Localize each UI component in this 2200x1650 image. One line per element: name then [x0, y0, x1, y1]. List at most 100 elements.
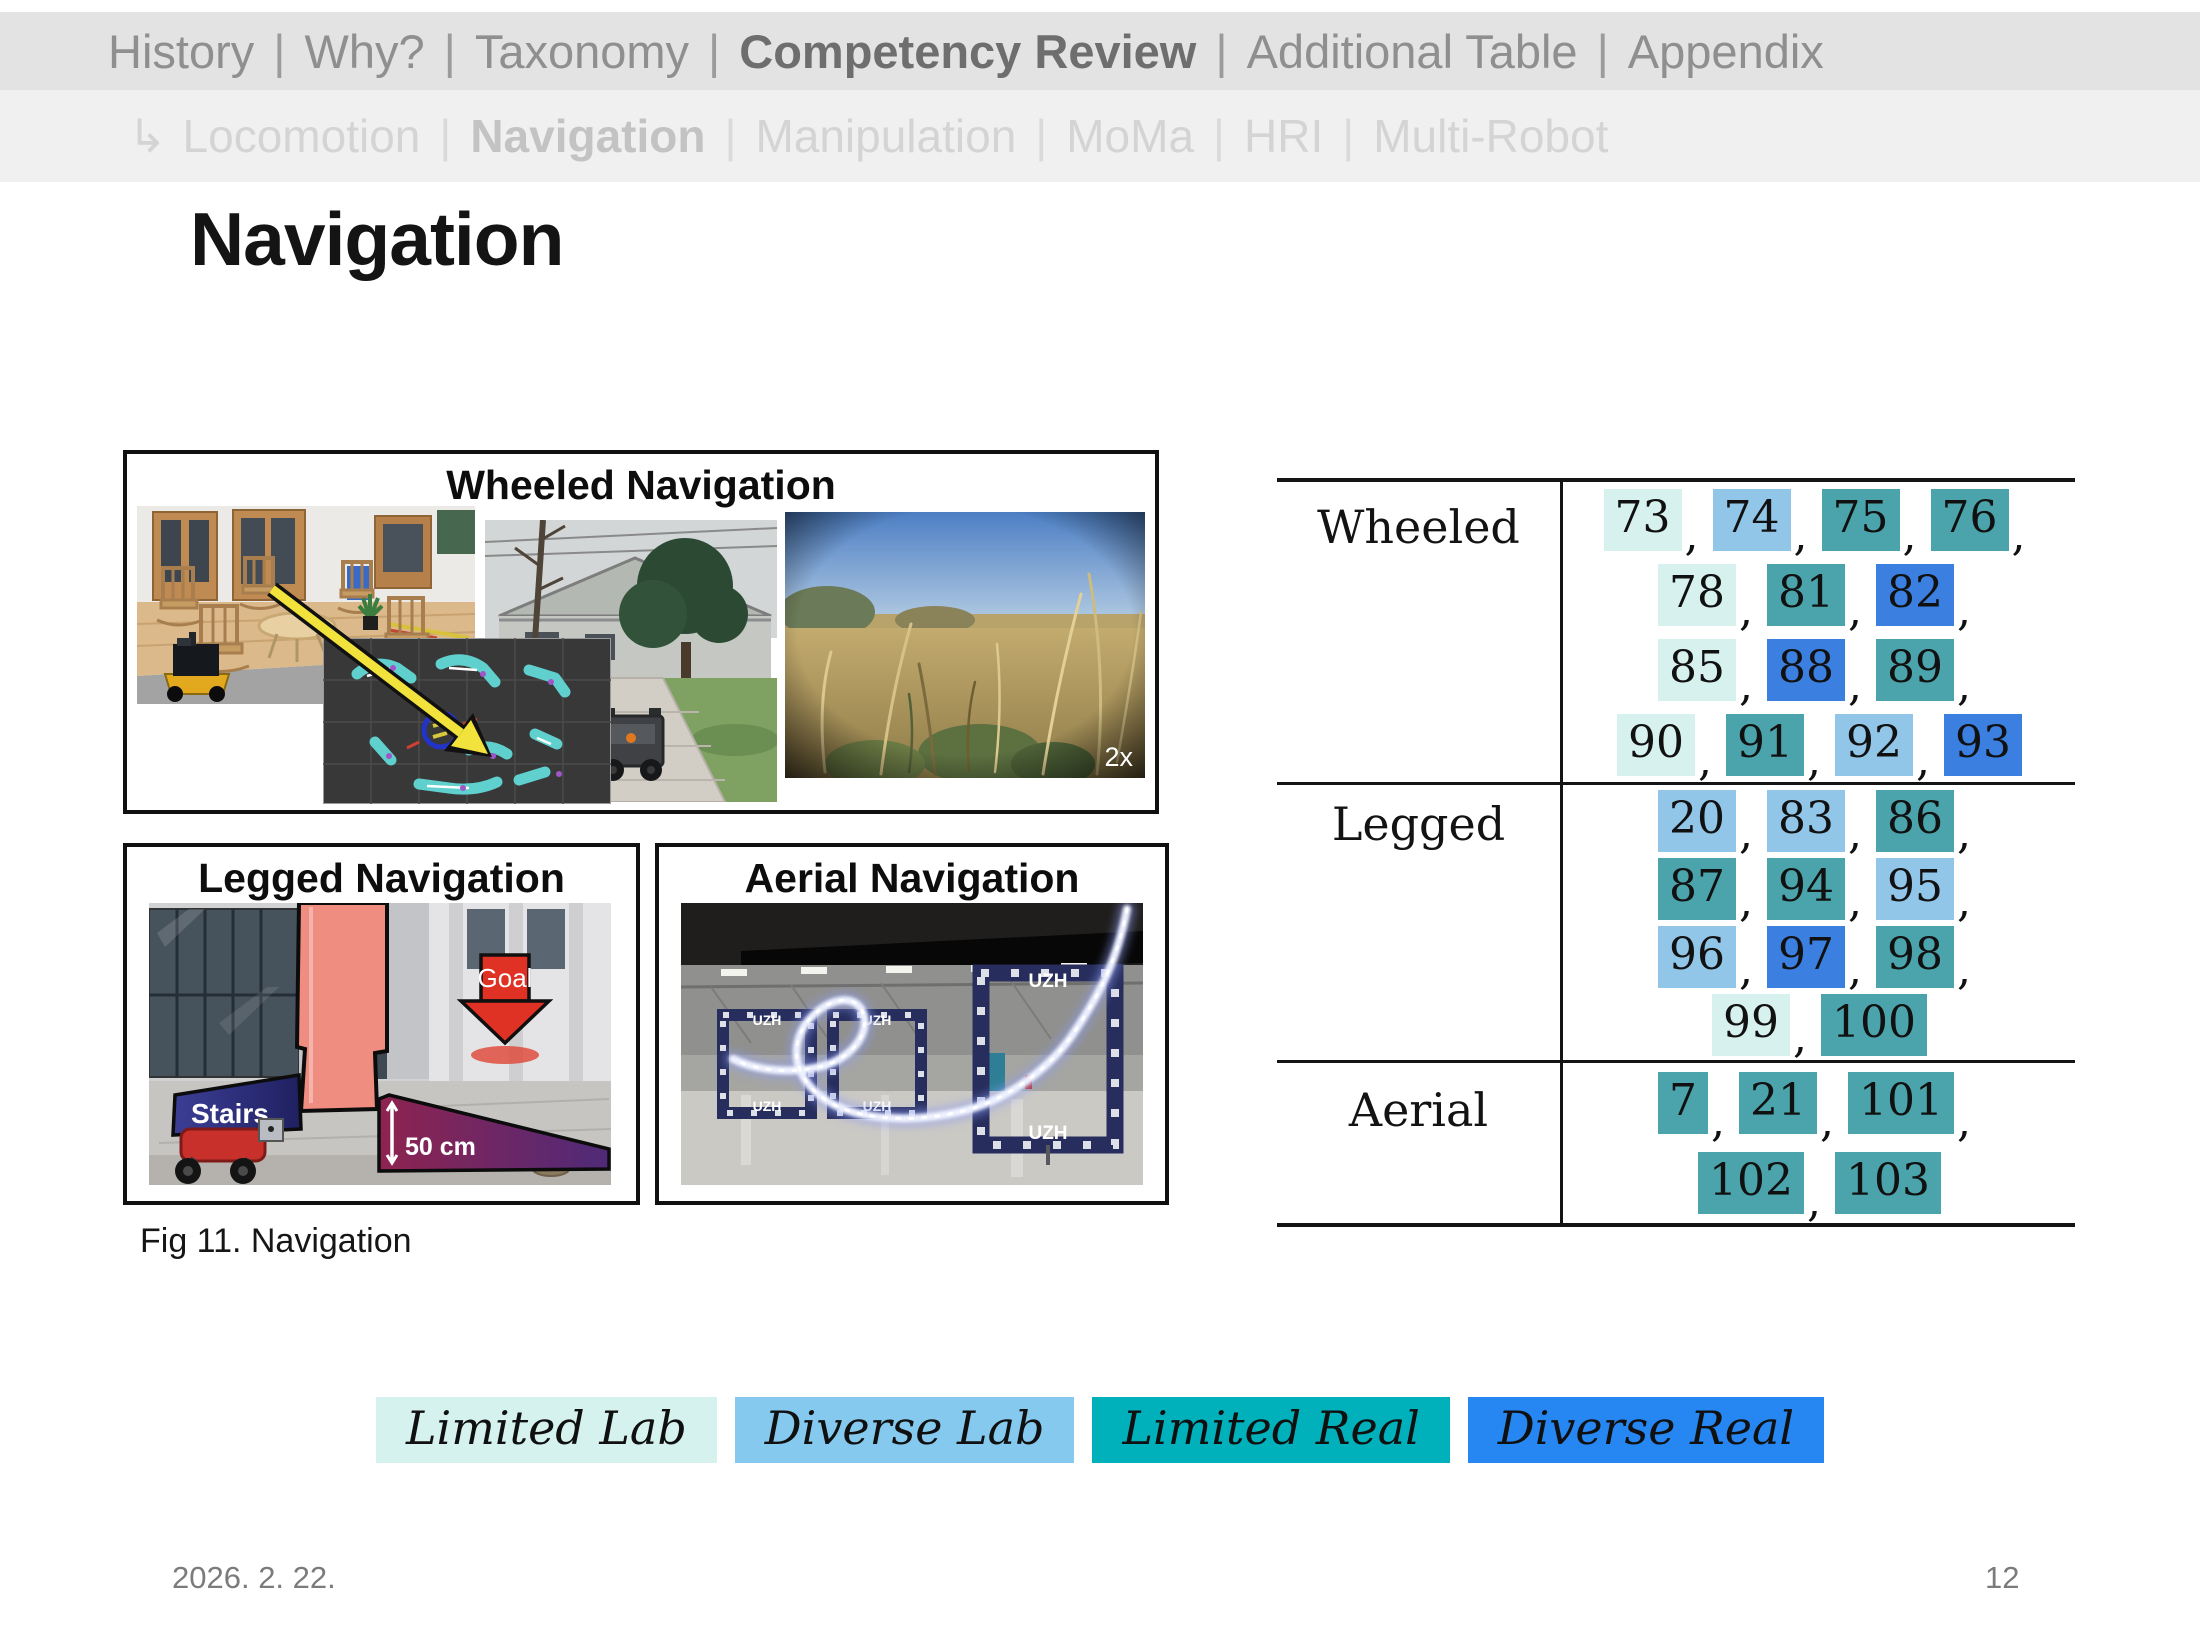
- legged-robot: [175, 1118, 284, 1184]
- table-row-separator: [1277, 1060, 2075, 1063]
- stairs-label: Stairs: [191, 1098, 269, 1129]
- value-line: 102,103: [1560, 1143, 2075, 1227]
- number-chip: 91: [1726, 713, 1804, 776]
- nav-separator: |: [1342, 110, 1355, 162]
- nav-item-competency-review[interactable]: Competency Review: [739, 24, 1197, 78]
- row-label: Aerial: [1348, 1083, 1489, 1137]
- number-chip: 82: [1876, 563, 1954, 626]
- nav-separator: |: [1035, 110, 1048, 162]
- number-chip: 21: [1739, 1072, 1817, 1134]
- photo-grass-fisheye: 2x: [785, 512, 1145, 778]
- comma: ,: [1957, 585, 1971, 636]
- comma: ,: [1957, 943, 1971, 995]
- comma: ,: [1711, 1096, 1725, 1147]
- gate-label: UZH: [1028, 1123, 1067, 1144]
- number-chip: 76: [1930, 488, 2009, 551]
- page-number: 12: [1985, 1560, 2020, 1595]
- number-chip: 85: [1658, 638, 1736, 701]
- value-line: 7,21,101,: [1560, 1063, 2075, 1147]
- row-values: 7,21,101,102,103: [1560, 1063, 2075, 1227]
- comma: ,: [1902, 510, 1917, 561]
- comma: ,: [1793, 1011, 1807, 1063]
- table-row-separator: [1277, 782, 2075, 785]
- comma: ,: [1739, 660, 1753, 711]
- value-line: 85,88,89,: [1560, 632, 2075, 711]
- number-chip: 93: [1944, 713, 2022, 776]
- number-chip: 83: [1767, 789, 1845, 852]
- panel-title-wheeled: Wheeled Navigation: [446, 462, 836, 508]
- nav-separator: |: [1596, 24, 1609, 78]
- number-chip: 95: [1876, 857, 1954, 920]
- figure-caption: Fig 11. Navigation: [140, 1222, 412, 1260]
- number-chip: 75: [1821, 488, 1900, 551]
- nav-item-history[interactable]: History: [108, 24, 255, 78]
- number-chip: 96: [1658, 925, 1736, 988]
- nav-item-taxonomy[interactable]: Taxonomy: [474, 24, 690, 78]
- number-chip: 86: [1876, 789, 1954, 852]
- nav-item-hri[interactable]: HRI: [1244, 110, 1324, 162]
- number-chip: 103: [1835, 1152, 1941, 1214]
- comma: ,: [1956, 1096, 1971, 1147]
- highlighted-column: [294, 903, 389, 1114]
- nav-separator: |: [708, 24, 721, 78]
- number-chip: 99: [1712, 993, 1790, 1056]
- number-chip: 94: [1767, 857, 1845, 920]
- page-title: Navigation: [190, 197, 564, 281]
- value-line: 78,81,82,: [1560, 557, 2075, 636]
- value-line: 90,91,92,93: [1560, 707, 2075, 786]
- number-chip: 74: [1712, 488, 1791, 551]
- nav-item-locomotion[interactable]: Locomotion: [182, 110, 421, 162]
- comma: ,: [1739, 807, 1753, 859]
- nav-item-multi-robot[interactable]: Multi-Robot: [1373, 110, 1609, 162]
- value-line: 20,83,86,: [1560, 787, 2075, 859]
- nav-item-additional-table[interactable]: Additional Table: [1246, 24, 1578, 78]
- number-chip: 101: [1848, 1072, 1954, 1134]
- comma: ,: [1957, 875, 1971, 927]
- number-chip: 73: [1603, 488, 1682, 551]
- goal-label: Goal: [478, 963, 533, 993]
- wheeled-robot: [163, 632, 231, 702]
- secondary-nav: ↳ Locomotion | Navigation | Manipulation | MoMa…: [0, 90, 2200, 182]
- nav-item-navigation[interactable]: Navigation: [470, 110, 706, 162]
- nav-item-moma[interactable]: MoMa: [1066, 110, 1195, 162]
- comma: ,: [1739, 943, 1753, 995]
- comma: ,: [1848, 875, 1862, 927]
- comma: ,: [1807, 735, 1821, 786]
- comma: ,: [1916, 735, 1930, 786]
- nav-separator: |: [439, 110, 452, 162]
- number-chip: 81: [1767, 563, 1845, 626]
- legend-chip-diverse-real: Diverse Real: [1467, 1397, 1825, 1463]
- primary-nav: History|Why?|Taxonomy|Competency Review|…: [0, 12, 2200, 90]
- number-chip: 98: [1876, 925, 1954, 988]
- table-column-divider: [1560, 482, 1563, 1224]
- comma: ,: [1848, 807, 1862, 859]
- comma: ,: [1848, 585, 1862, 636]
- number-chip: 20: [1658, 789, 1736, 852]
- photo-legged-stairs: Stairs 50 cm Goal: [149, 903, 611, 1185]
- comma: ,: [2011, 510, 2026, 561]
- ramp-overlay: [377, 1093, 611, 1173]
- comma: ,: [1793, 510, 1808, 561]
- drone-light-trail: [724, 903, 1136, 1127]
- panel-title-aerial: Aerial Navigation: [744, 855, 1080, 901]
- sub-level-arrow-icon: ↳: [128, 109, 167, 163]
- comma: ,: [1684, 510, 1699, 561]
- comma: ,: [1739, 875, 1753, 927]
- value-line: 87,94,95,: [1560, 855, 2075, 927]
- number-chip: 92: [1835, 713, 1913, 776]
- nav-separator: |: [1213, 110, 1225, 162]
- nav-item-manipulation[interactable]: Manipulation: [755, 110, 1017, 162]
- legend-chip-limited-real: Limited Real: [1092, 1397, 1450, 1463]
- comma: ,: [1739, 585, 1753, 636]
- nav-item-appendix[interactable]: Appendix: [1627, 24, 1824, 78]
- number-chip: 102: [1698, 1152, 1804, 1214]
- number-chip: 89: [1876, 638, 1954, 701]
- gate-label: UZH: [753, 1012, 782, 1028]
- comma: ,: [1698, 735, 1712, 786]
- nav-item-why[interactable]: Why?: [304, 24, 425, 78]
